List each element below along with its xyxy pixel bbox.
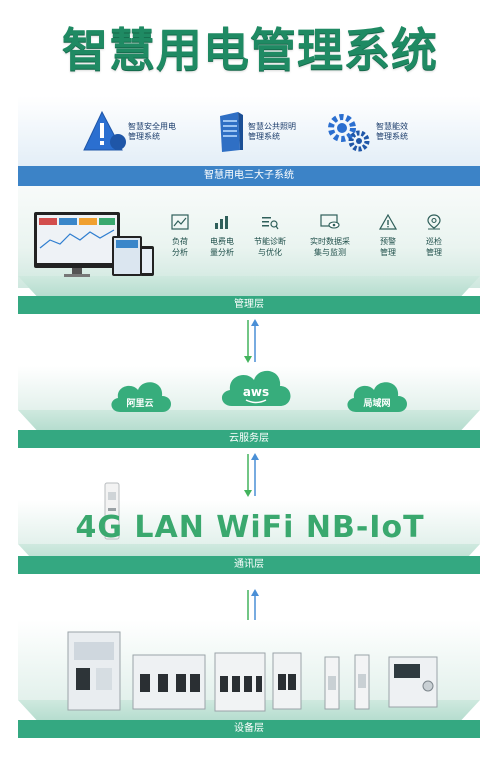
management-layer-label: 管理层 xyxy=(18,296,480,314)
list-search-icon xyxy=(262,217,279,230)
cloud-layer-slant xyxy=(18,410,480,430)
gears-icon xyxy=(328,114,370,152)
mgmt-item-inspection: 巡检管理 xyxy=(414,214,454,258)
mgmt-label-line1: 负荷 xyxy=(172,237,188,246)
comm-layer-panel xyxy=(18,500,480,544)
mgmt-item-realtime-data: 实时数据采集与监测 xyxy=(310,214,350,258)
device-din-module-2 xyxy=(354,654,370,710)
mgmt-label-line1: 电费电 xyxy=(210,237,234,246)
device-main-breaker xyxy=(67,631,121,711)
subsystem-label-line1: 智慧安全用电 xyxy=(128,122,176,131)
device-din-module-1 xyxy=(324,656,340,710)
subsystems-bar: 智慧用电三大子系统 xyxy=(18,166,480,186)
warning-triangle-icon xyxy=(378,213,398,230)
line-chart-icon xyxy=(171,214,189,230)
mgmt-label-line2: 管理 xyxy=(426,248,442,257)
subsystem-label-line2: 管理系统 xyxy=(248,132,280,141)
comm-layer-label: 通讯层 xyxy=(18,556,480,574)
location-pin-icon xyxy=(427,214,441,230)
cloud-label: 局域网 xyxy=(363,397,390,409)
device-layer-label: 设备层 xyxy=(18,720,480,738)
mgmt-item-load-analysis: 负荷分析 xyxy=(160,214,200,258)
device-smart-breaker xyxy=(214,652,266,712)
mgmt-label-line2: 集与监测 xyxy=(314,248,346,257)
subsystem-efficiency: 智慧能效 管理系统 xyxy=(326,110,434,154)
monitor-eye-icon xyxy=(320,214,340,229)
mgmt-item-electricity-fee: 电费电量分析 xyxy=(202,214,242,258)
subsystem-label-line2: 管理系统 xyxy=(128,132,160,141)
subsystem-safety: 智慧安全用电 管理系统 xyxy=(82,110,186,154)
mgmt-label-line2: 量分析 xyxy=(210,248,234,257)
subsystem-lighting: 智慧公共照明 管理系统 xyxy=(216,110,306,154)
server-tower-icon xyxy=(220,112,243,152)
subsystem-label-line1: 智慧能效 xyxy=(376,122,408,131)
dashboard-devices-illustration xyxy=(34,212,154,277)
management-layer-slant xyxy=(18,276,480,296)
cloud-layer-label: 云服务层 xyxy=(18,430,480,448)
arrows-mgmt-cloud xyxy=(244,319,259,363)
subsystem-label-line2: 管理系统 xyxy=(376,132,408,141)
cloud-aliyun: 阿里云 xyxy=(111,382,171,412)
comm-protocols-text: 4G LAN WiFi NB-IoT xyxy=(75,510,425,545)
bar-chart-icon xyxy=(215,216,228,229)
mgmt-label-line2: 分析 xyxy=(172,248,188,257)
subsystem-label-line1: 智慧公共照明 xyxy=(248,122,296,131)
mgmt-item-warning: 预警管理 xyxy=(368,213,408,258)
cloud-lan: 局域网 xyxy=(347,382,407,412)
cloud-label: aws xyxy=(243,385,269,399)
warning-hand-icon xyxy=(83,110,126,151)
device-energy-meter xyxy=(388,656,438,708)
mgmt-label-line1: 实时数据采 xyxy=(310,237,350,246)
cloud-label: 阿里云 xyxy=(126,398,153,409)
comm-module-device xyxy=(104,482,120,540)
cloud-aws: aws xyxy=(221,370,291,406)
page-title: 智慧用电管理系统 xyxy=(62,23,438,77)
device-rcd xyxy=(272,652,302,710)
mgmt-label-line2: 管理 xyxy=(380,248,396,257)
mgmt-label-line1: 预警 xyxy=(380,237,396,246)
mgmt-label-line1: 节能诊断 xyxy=(254,237,286,246)
mgmt-label-line2: 与优化 xyxy=(258,248,282,257)
mgmt-label-line1: 巡检 xyxy=(426,237,442,246)
device-circuit-breaker xyxy=(132,654,206,710)
mgmt-item-energy-diagnosis: 节能诊断与优化 xyxy=(250,214,290,258)
arrows-cloud-comm xyxy=(244,453,259,497)
